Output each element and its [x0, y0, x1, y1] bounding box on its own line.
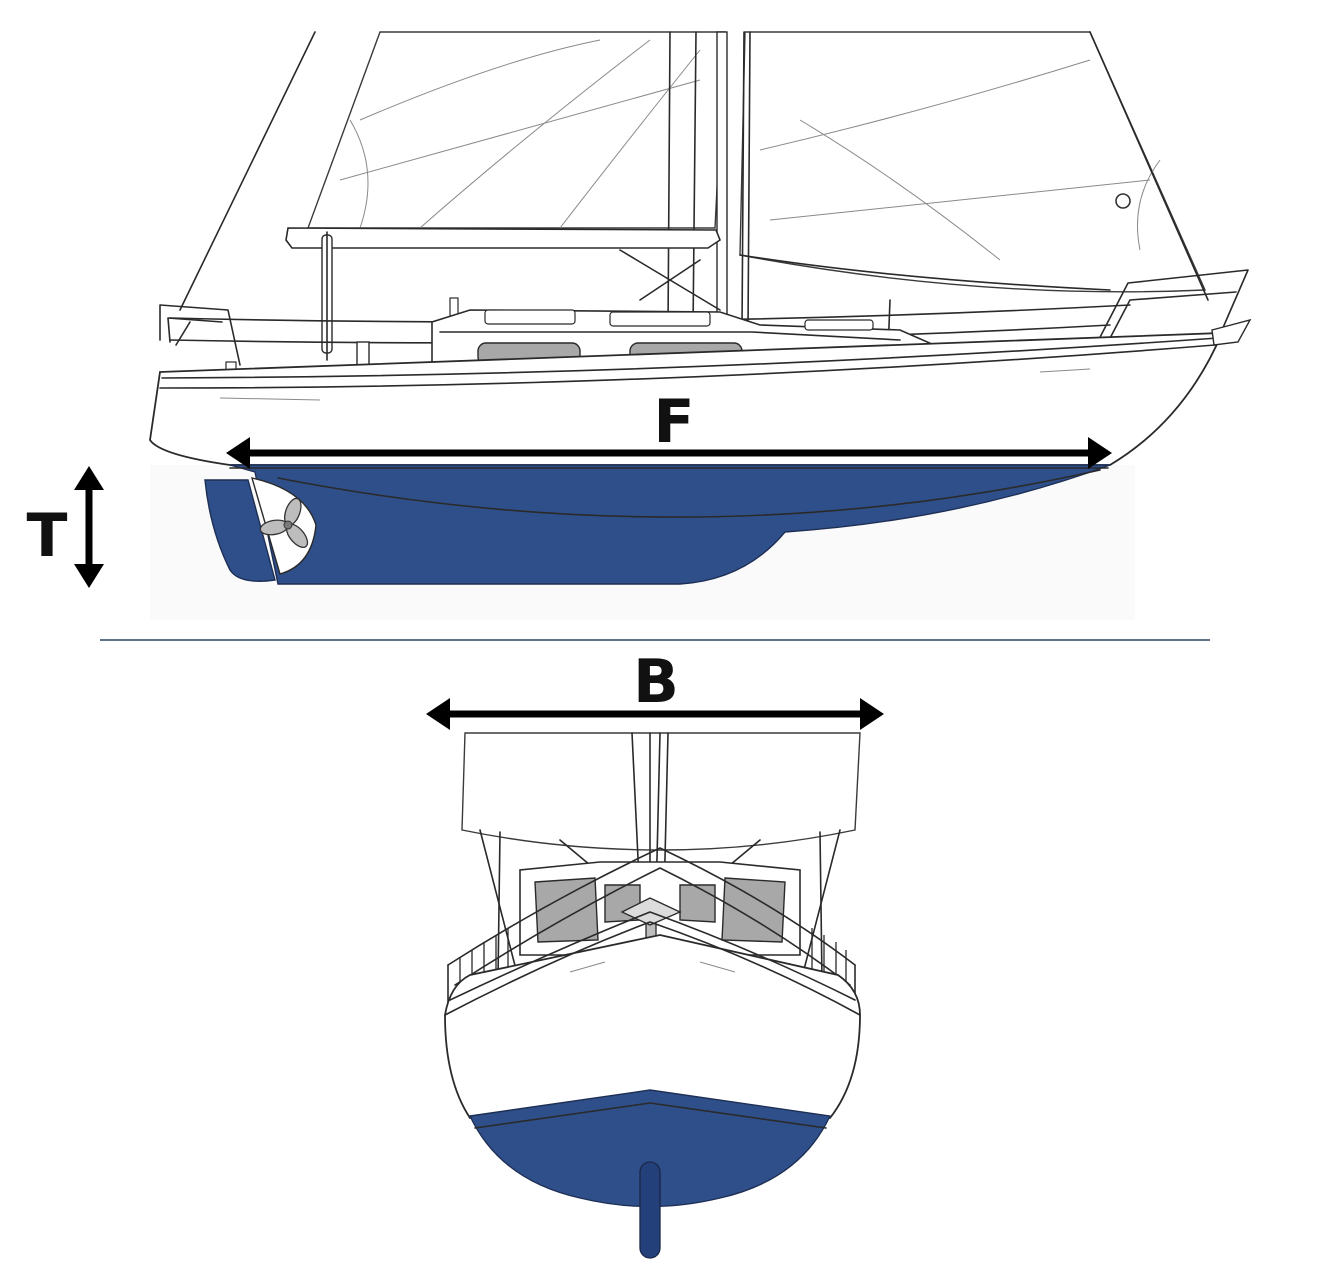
headsail — [739, 31, 1207, 293]
bow-window-right — [721, 877, 786, 943]
bow-window-left — [534, 877, 599, 943]
boom — [285, 227, 721, 249]
draft-dimension-arrow — [74, 466, 104, 588]
keel — [639, 1161, 661, 1259]
draft-label: T — [27, 501, 68, 571]
sailboat-bow-view — [444, 732, 861, 1259]
rudder — [204, 479, 276, 582]
propeller-icon — [259, 497, 309, 549]
hull-topsides — [149, 332, 1224, 466]
length-dimension-arrow — [226, 437, 1112, 469]
mast — [716, 31, 728, 333]
beam-label: B — [633, 647, 679, 717]
sail-grommet — [1115, 193, 1131, 209]
bow-underwater-body — [468, 1089, 832, 1208]
beam-dimension-arrow — [426, 698, 884, 730]
sailboat-side-profile — [149, 31, 1252, 620]
mainsail — [306, 31, 726, 229]
length-label: F — [654, 387, 695, 457]
hull-underwater-body — [229, 464, 1111, 585]
headsail-front — [461, 732, 861, 851]
bow-hull — [444, 934, 861, 1119]
